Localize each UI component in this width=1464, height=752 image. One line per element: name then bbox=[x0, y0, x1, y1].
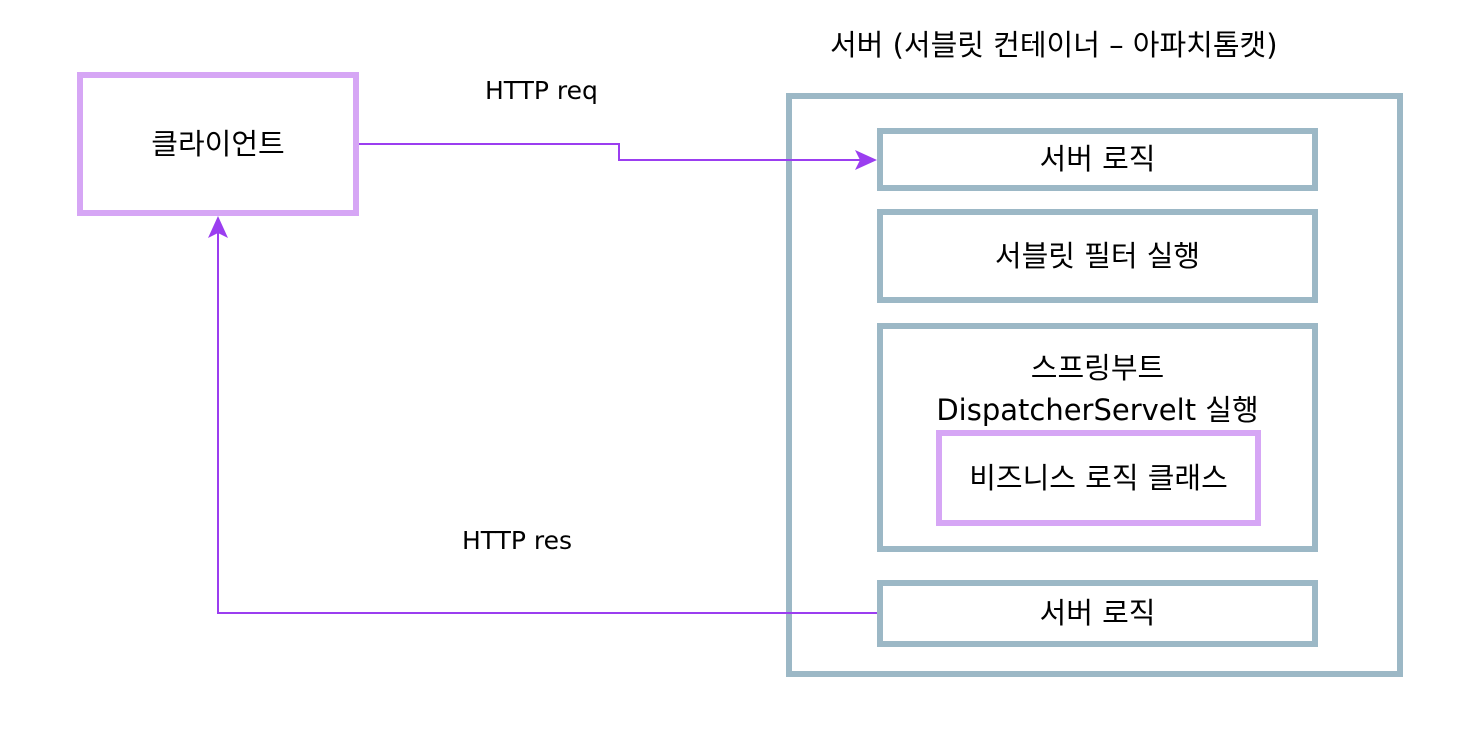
client-box: 클라이언트 bbox=[77, 72, 359, 216]
servlet-container-box bbox=[786, 93, 1403, 677]
dispatcher-servlet-label: DispatcherServelt 실행 bbox=[936, 393, 1259, 427]
servlet-filter-label: 서블릿 필터 실행 bbox=[994, 238, 1201, 273]
http-request-label: HTTP req bbox=[485, 76, 598, 105]
spring-boot-label: 스프링부트 bbox=[1030, 351, 1165, 385]
business-logic-label: 비즈니스 로직 클래스 bbox=[969, 460, 1228, 495]
http-response-label: HTTP res bbox=[462, 526, 573, 555]
response-connector bbox=[217, 233, 877, 614]
client-label: 클라이언트 bbox=[151, 126, 285, 161]
server-logic-top-box: 서버 로직 bbox=[877, 128, 1318, 191]
response-arrowhead bbox=[208, 216, 228, 238]
request-arrowhead bbox=[855, 150, 877, 170]
servlet-filter-box: 서블릿 필터 실행 bbox=[877, 209, 1318, 303]
server-container-title: 서버 (서블릿 컨테이너 – 아파치톰캣) bbox=[830, 28, 1278, 62]
server-logic-bottom-box: 서버 로직 bbox=[877, 580, 1318, 647]
server-logic-top-label: 서버 로직 bbox=[1039, 142, 1156, 177]
server-logic-bottom-label: 서버 로직 bbox=[1039, 596, 1156, 631]
business-logic-box: 비즈니스 로직 클래스 bbox=[936, 430, 1261, 526]
request-connector bbox=[359, 143, 862, 161]
